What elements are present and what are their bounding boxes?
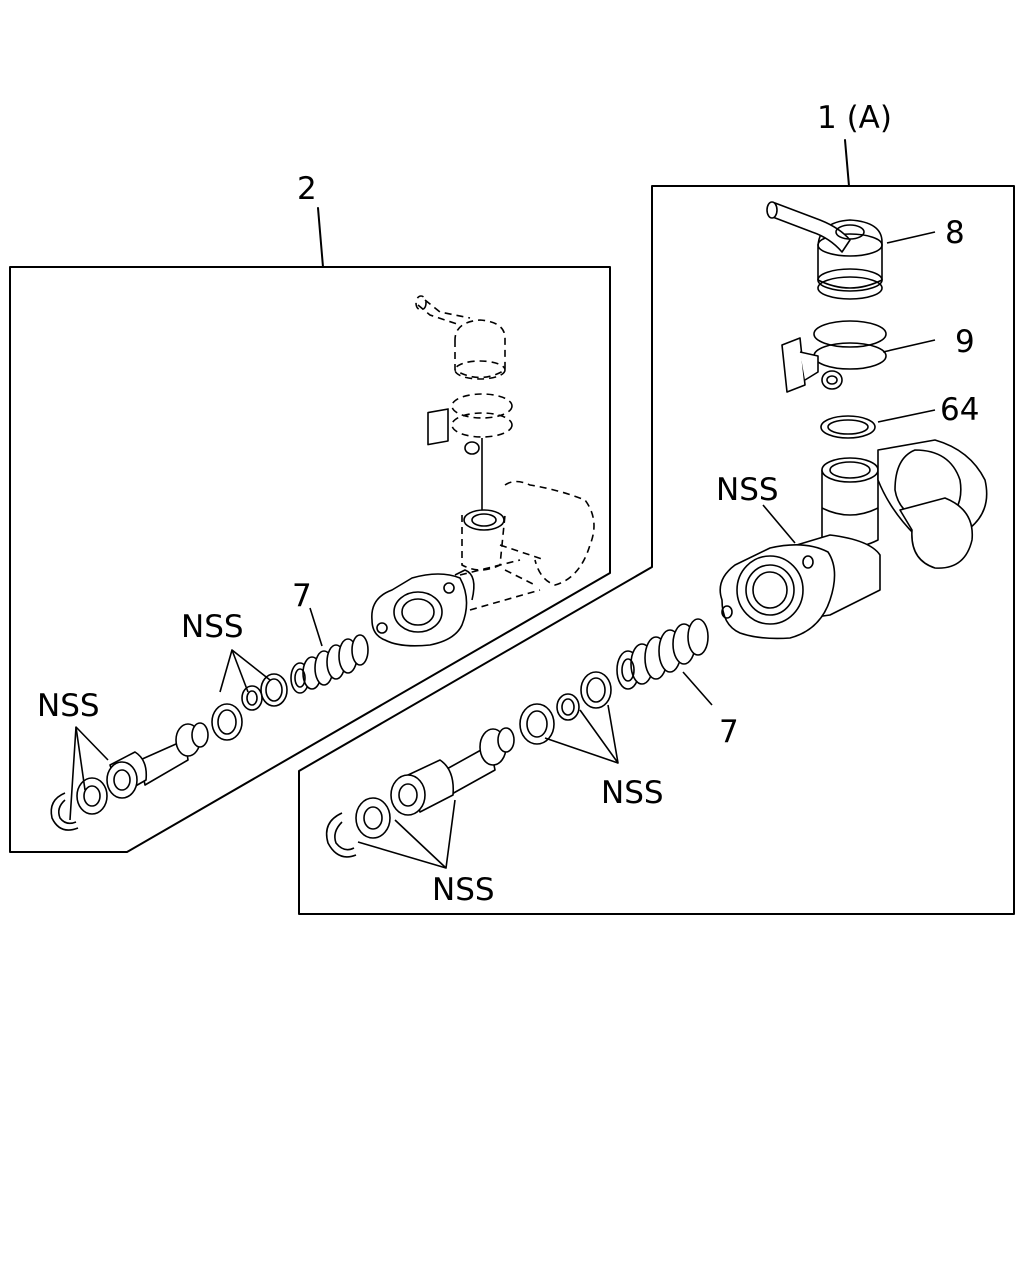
assembly-2-drawing: [50, 295, 595, 831]
reservoir-cap-right: [766, 201, 883, 300]
callout-o-ring: 64: [940, 392, 979, 428]
callout-nss-body: NSS: [716, 472, 779, 508]
callout-boot-right: 7: [719, 714, 739, 750]
callout-nss-piston-right: NSS: [432, 872, 495, 908]
callout-nss-piston-left: NSS: [37, 688, 100, 724]
cylinder-body-left: [371, 480, 595, 647]
callout-boot-left: 7: [292, 578, 312, 614]
frame-assembly-2: [9, 207, 611, 853]
cups-left: [211, 673, 288, 741]
boot-right: [616, 618, 709, 690]
callout-hose-clamp: 9: [955, 324, 975, 360]
piston-right: [325, 727, 515, 858]
frame-assembly-1a: [298, 139, 1015, 915]
piston-left: [50, 722, 209, 831]
cylinder-body-right: [719, 439, 988, 640]
reservoir-cap-left: [415, 295, 506, 380]
callout-nss-cups-left: NSS: [181, 609, 244, 645]
callout-assembly-2: 2: [297, 171, 317, 207]
clamp-left: [427, 393, 513, 515]
callout-reservoir-cap: 8: [945, 215, 965, 251]
boot-left: [290, 634, 369, 694]
callout-assembly-1a: 1 (A): [817, 100, 892, 136]
hose-clamp-right: [781, 320, 887, 393]
leaders-left: [69, 607, 323, 821]
cups-right: [519, 671, 612, 745]
callout-nss-cups-right: NSS: [601, 775, 664, 811]
assembly-1a-drawing: [325, 201, 988, 869]
leaders-right: [357, 231, 936, 869]
